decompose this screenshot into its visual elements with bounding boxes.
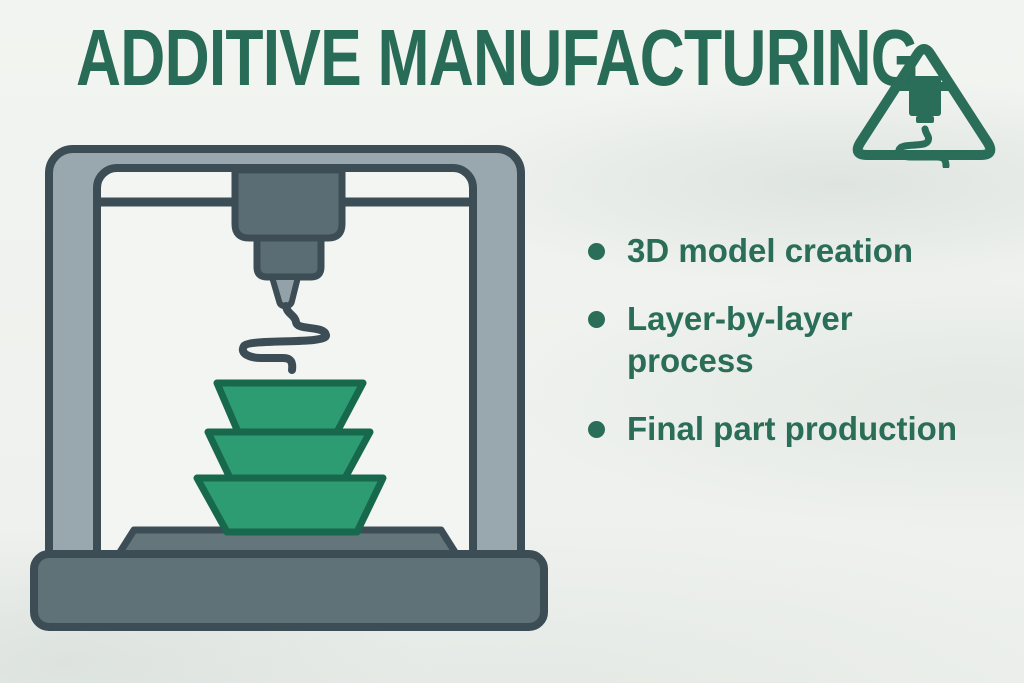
triangle-outline [852,44,996,160]
printed-part-layer-top [213,379,367,436]
page-title: ADDITIVE MANUFACTURING [76,13,919,102]
bullet-item: 3D model creation [588,230,957,272]
badge-extruder-block [909,76,941,116]
bullet-label: 3D model creation [627,232,914,269]
bullet-dot-icon [588,243,605,260]
bullet-item: Layer-by-layer process [588,298,957,382]
bullet-item: Final part production [588,408,957,450]
fdm-3d-printer-illustration [30,145,548,631]
bullet-list: 3D model creation Layer-by-layer process… [588,230,957,476]
badge-nozzle [916,116,934,123]
extruder-block [231,166,346,242]
printer-warning-triangle-icon [852,44,996,168]
bullet-label: Final part production [627,410,957,447]
bullet-dot-icon [588,421,605,438]
printed-part-layer-bottom [193,474,387,536]
printer-base [30,550,548,631]
bullet-label: Layer-by-layer process [627,300,853,379]
badge-filament-squiggle [895,125,950,168]
filament-squiggle [238,302,331,374]
printed-part-layer-middle [204,428,374,482]
extruder-mid-block [253,234,325,281]
bullet-dot-icon [588,311,605,328]
